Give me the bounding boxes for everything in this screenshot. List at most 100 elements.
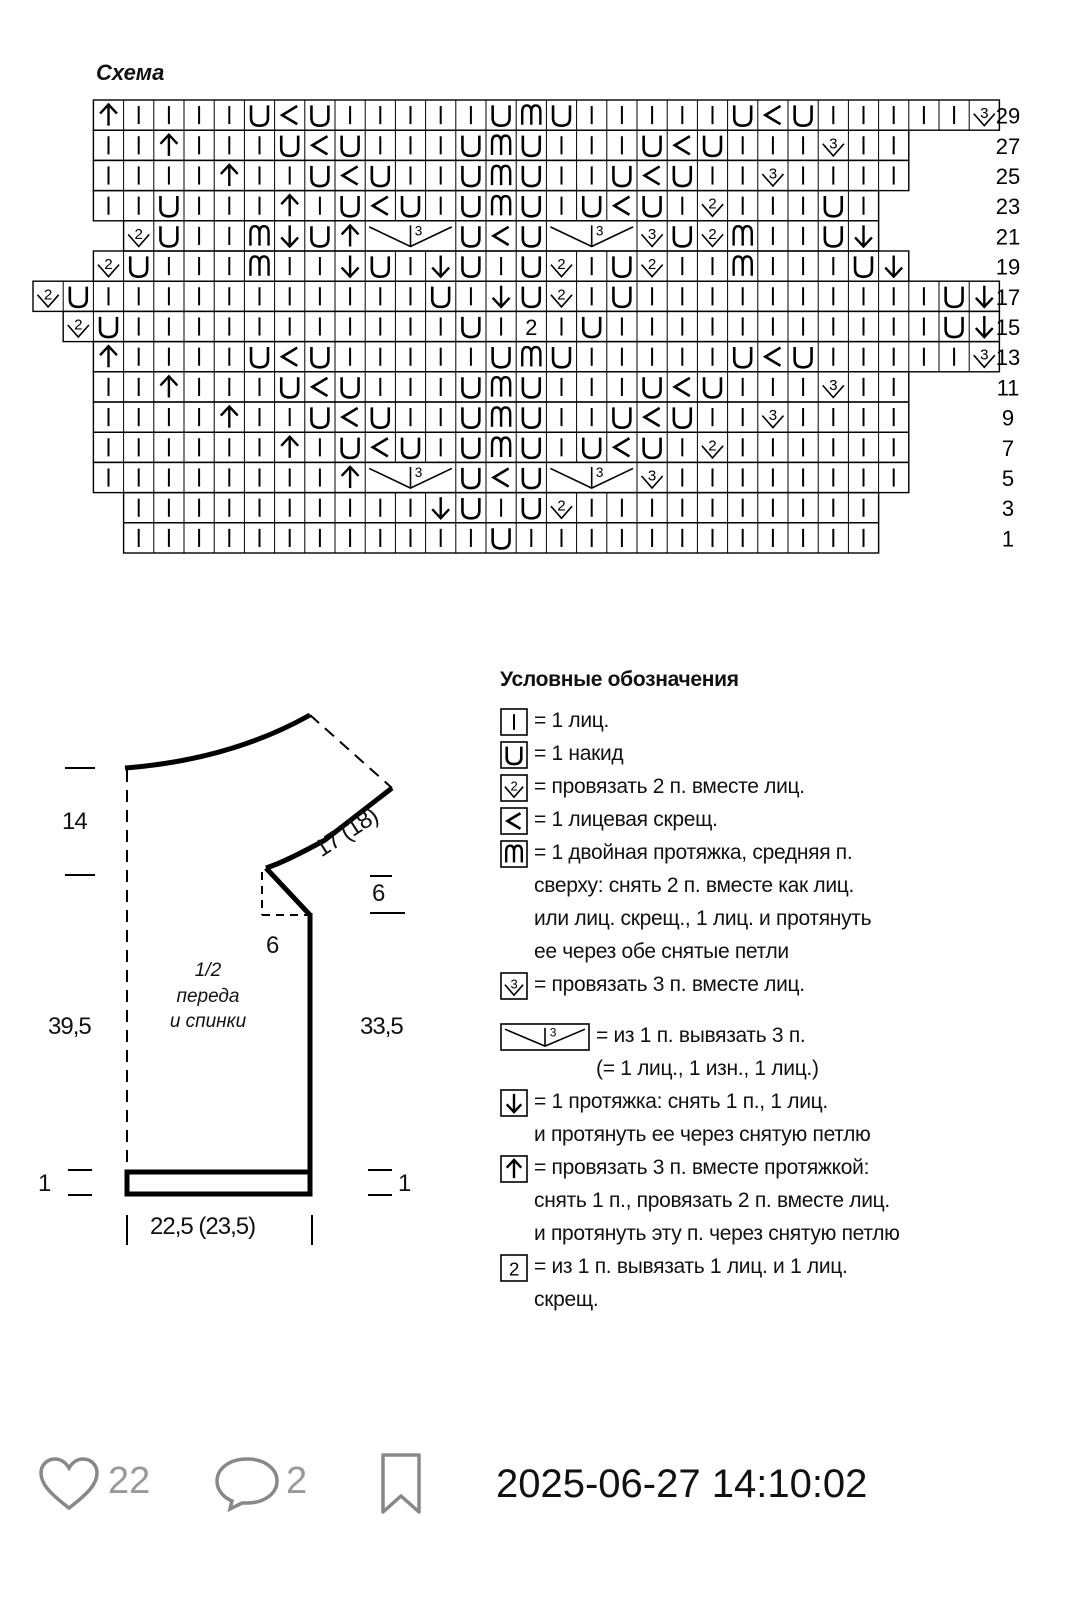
chart-title: Схема — [96, 60, 165, 85]
legend-item-u: = 1 накид — [500, 737, 1060, 770]
legend-symbol-d3-icon: 3 — [500, 972, 528, 1000]
svg-text:3: 3 — [980, 347, 988, 364]
comments-count: 2 — [286, 1460, 308, 1502]
legend-symbol-x3-icon: 3 — [500, 1023, 590, 1051]
svg-text:3: 3 — [648, 468, 656, 485]
legend-item-dn: = 1 протяжка: снять 1 п., 1 лиц. и протя… — [500, 1085, 1060, 1151]
legend-text: = провязать 3 п. вместе протяжкой: снять… — [534, 1156, 900, 1245]
chart-row: 3 — [92, 159, 910, 192]
dim-39-5: 39,5 — [48, 1013, 92, 1040]
svg-text:3: 3 — [596, 223, 604, 238]
chart-row: 2 — [122, 491, 880, 524]
heart-icon[interactable] — [38, 1456, 100, 1512]
legend-item-m: = 1 двойная протяжка, средняя п. сверху:… — [500, 836, 1060, 968]
legend-item-d2: 2 = провязать 2 п. вместе лиц. — [500, 770, 1060, 803]
row-number: 27 — [996, 134, 1020, 159]
row-number: 9 — [1002, 406, 1014, 431]
legend-symbol-up-icon — [500, 1155, 528, 1183]
legend-text: = 1 накид — [534, 742, 624, 765]
dim-33-5: 33,5 — [360, 1013, 404, 1040]
dim-1-left: 1 — [38, 1170, 51, 1197]
svg-text:2: 2 — [525, 315, 537, 340]
svg-text:3: 3 — [980, 105, 988, 122]
legend-symbol-k-icon — [500, 708, 528, 736]
row-number: 13 — [996, 345, 1020, 370]
svg-text:2: 2 — [511, 779, 518, 794]
svg-text:3: 3 — [769, 407, 777, 424]
legend-symbol-n2-icon: 2 — [500, 1254, 528, 1282]
svg-text:3: 3 — [550, 1026, 556, 1039]
svg-text:2: 2 — [708, 226, 716, 243]
legend-text: = провязать 2 п. вместе лиц. — [534, 775, 805, 798]
legend-item-n2: 2 = из 1 п. вывязать 1 лиц. и 1 лиц. скре… — [500, 1250, 1060, 1316]
dim-6-right: 6 — [372, 880, 385, 907]
legend-text: = 1 протяжка: снять 1 п., 1 лиц. и протя… — [534, 1090, 871, 1146]
svg-text:3: 3 — [415, 465, 423, 480]
row-number: 29 — [996, 104, 1020, 129]
chart-row: 3 — [92, 371, 910, 403]
chart-row: 2 3 3 3 2 — [122, 220, 880, 252]
row-number: 3 — [1002, 496, 1014, 521]
legend-text: = 1 лиц. — [534, 709, 610, 732]
legend-text: = из 1 п. вывязать 1 лиц. и 1 лиц. скрещ… — [534, 1255, 848, 1311]
chart-row: 2 — [92, 189, 880, 222]
chart-row: 2 2 2 — [92, 250, 910, 282]
svg-text:2: 2 — [708, 196, 716, 213]
svg-text:2: 2 — [509, 1258, 519, 1279]
chart-row: 3 3 3 — [92, 461, 910, 494]
legend-text: = из 1 п. вывязать 3 п. (= 1 лиц., 1 изн… — [596, 1024, 819, 1080]
row-number: 21 — [996, 224, 1020, 249]
legend-text: = 1 лицевая скрещ. — [534, 808, 718, 831]
chart-row: 3 — [92, 129, 910, 162]
chart-row: 3 — [92, 401, 910, 433]
legend-item-d3: 3 = провязать 3 п. вместе лиц. — [500, 968, 1060, 1001]
comment-icon[interactable] — [212, 1454, 282, 1512]
svg-text:2: 2 — [557, 286, 565, 303]
svg-text:3: 3 — [829, 135, 837, 152]
chart-row — [122, 522, 880, 554]
likes-count: 22 — [108, 1460, 151, 1502]
row-number: 23 — [996, 194, 1020, 219]
svg-text:2: 2 — [44, 286, 52, 303]
garment-shape — [65, 712, 405, 1245]
row-number: 1 — [1002, 526, 1014, 551]
row-number: 15 — [996, 315, 1020, 340]
row-number: 17 — [996, 285, 1020, 310]
legend-symbol-dn-icon — [500, 1089, 528, 1117]
svg-text:3: 3 — [648, 226, 656, 243]
row-number: 25 — [996, 164, 1020, 189]
legend: Условные обозначения = 1 лиц. = 1 накид 2 =… — [500, 668, 1060, 1316]
chart-row: 2 — [92, 431, 910, 464]
post-datetime: 2025-06-27 14:10:02 — [496, 1462, 868, 1506]
row-number: 7 — [1002, 436, 1014, 461]
svg-text:2: 2 — [648, 256, 656, 273]
svg-text:3: 3 — [596, 465, 604, 480]
svg-text:3: 3 — [769, 166, 777, 183]
svg-text:3: 3 — [415, 223, 423, 238]
dim-22-5: 22,5 (23,5) — [150, 1213, 256, 1240]
chart-row: 3 — [92, 99, 1001, 131]
chart-row: 3 — [92, 340, 1001, 373]
legend-symbol-u-icon — [500, 741, 528, 769]
svg-text:2: 2 — [134, 226, 142, 243]
svg-text:2: 2 — [708, 437, 716, 454]
svg-text:2: 2 — [557, 256, 565, 273]
row-number: 5 — [1002, 466, 1014, 491]
svg-text:2: 2 — [104, 256, 112, 273]
svg-text:2: 2 — [557, 498, 565, 515]
row-number: 19 — [996, 255, 1020, 280]
legend-symbol-m-icon — [500, 840, 528, 868]
legend-text: = провязать 3 п. вместе лиц. — [534, 973, 805, 996]
shape-label: 1/2 переда и спинки — [169, 960, 247, 1033]
legend-item-x3: 3 = из 1 п. вывязать 3 п. (= 1 лиц., 1 из… — [500, 1019, 1060, 1085]
legend-item-k: = 1 лиц. — [500, 704, 1060, 737]
dim-14: 14 — [62, 808, 88, 835]
legend-title: Условные обозначения — [500, 668, 739, 691]
svg-text:2: 2 — [74, 317, 82, 334]
bookmark-icon[interactable] — [378, 1452, 424, 1516]
legend-symbol-lt-icon — [500, 807, 528, 835]
legend-symbol-d2-icon: 2 — [500, 774, 528, 802]
